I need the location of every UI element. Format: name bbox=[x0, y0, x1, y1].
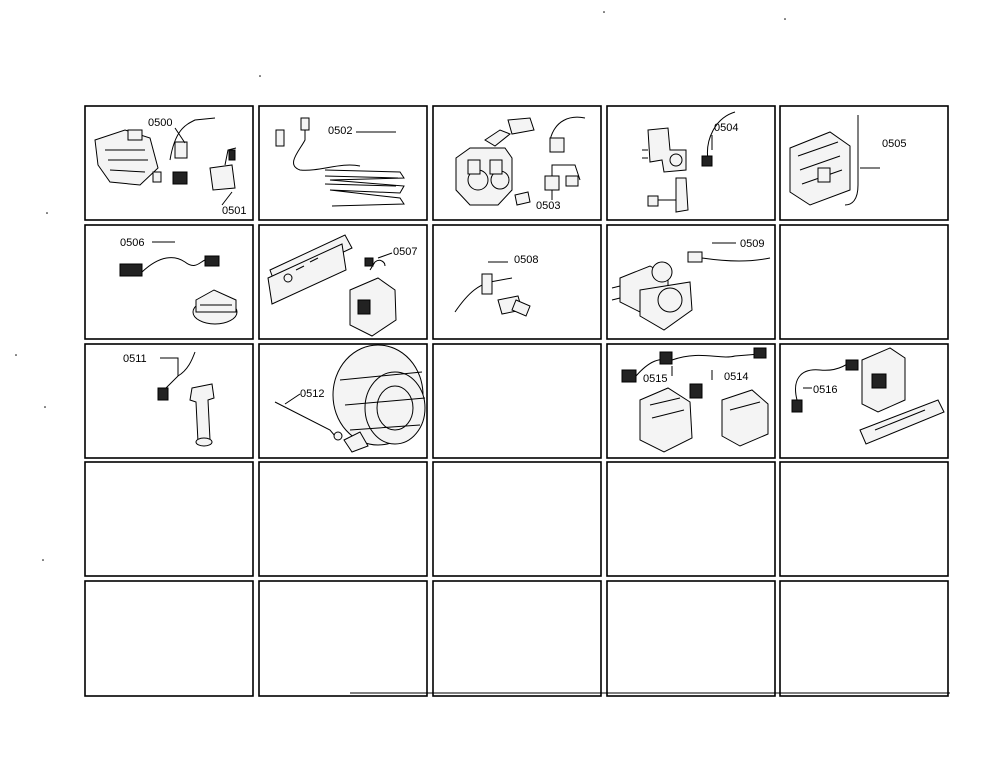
callout-0500: 0500 bbox=[148, 117, 172, 129]
callout-0512: 0512 bbox=[300, 388, 324, 400]
callout-0503: 0503 bbox=[536, 200, 560, 212]
leader-0512 bbox=[284, 393, 301, 405]
grid-cell-r5-c1 bbox=[84, 580, 254, 697]
callout-0511: 0511 bbox=[123, 353, 147, 365]
grid-cell-r4-c2 bbox=[258, 461, 428, 577]
grid-cell-r5-c4 bbox=[606, 580, 776, 697]
grid-cell-r2-c5 bbox=[779, 224, 949, 340]
leader-0500 bbox=[174, 127, 186, 144]
part-0508-drawing bbox=[454, 273, 531, 317]
callout-0501: 0501 bbox=[222, 205, 246, 217]
callout-0506: 0506 bbox=[120, 237, 144, 249]
grid-cell-r5-c3 bbox=[432, 580, 602, 697]
leader-0511 bbox=[160, 357, 179, 376]
grid-cell-r4-c3 bbox=[432, 461, 602, 577]
callout-0515: 0515 bbox=[643, 373, 667, 385]
grid-cell-r4-c4 bbox=[606, 461, 776, 577]
part-0509-drawing bbox=[611, 251, 771, 331]
part-0512-drawing bbox=[274, 344, 426, 453]
grid-cell-r5-c2 bbox=[258, 580, 428, 697]
part-0500-drawing bbox=[94, 117, 237, 191]
part-0503-drawing bbox=[455, 116, 586, 206]
part-0504-drawing bbox=[642, 111, 736, 213]
grid-cell-r3-c1 bbox=[84, 343, 254, 459]
grid-cell-r1-c4 bbox=[606, 105, 776, 221]
part-0505-drawing bbox=[789, 115, 859, 206]
part-0507-drawing bbox=[267, 234, 397, 337]
callout-0509: 0509 bbox=[740, 238, 764, 250]
grid-cell-r4-c1 bbox=[84, 461, 254, 577]
callout-0507: 0507 bbox=[393, 246, 417, 258]
part-0502-drawing bbox=[275, 117, 405, 207]
leader-0501 bbox=[221, 191, 233, 206]
callout-0504: 0504 bbox=[714, 122, 738, 134]
callout-0502: 0502 bbox=[328, 125, 352, 137]
grid-cell-r3-c3 bbox=[432, 343, 602, 459]
part-0516-drawing bbox=[791, 347, 945, 445]
grid-cell-r1-c2 bbox=[258, 105, 428, 221]
grid-cell-r5-c5 bbox=[779, 580, 949, 697]
callout-0514: 0514 bbox=[724, 371, 748, 383]
part-0514-0515-drawing bbox=[621, 347, 769, 453]
grid-cell-r4-c5 bbox=[779, 461, 949, 577]
callout-0508: 0508 bbox=[514, 254, 538, 266]
parts-grid bbox=[84, 105, 949, 697]
callout-labels: 0500 0501 0502 0503 0504 0505 0506 0507 0508 0509… bbox=[120, 117, 906, 400]
callout-0505: 0505 bbox=[882, 138, 906, 150]
callout-0516: 0516 bbox=[813, 384, 837, 396]
part-0506-drawing bbox=[119, 255, 238, 325]
leader-0507 bbox=[377, 252, 393, 259]
grid-cell-r2-c3 bbox=[432, 224, 602, 340]
